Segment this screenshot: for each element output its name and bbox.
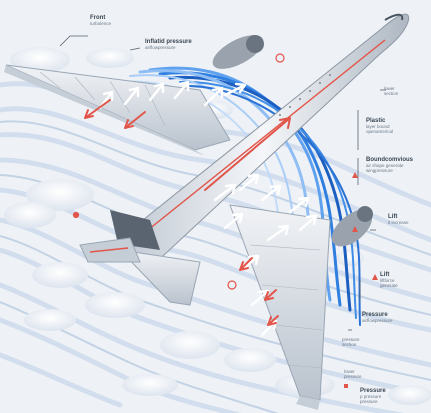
label-right-6: Pressure airflowpressure xyxy=(362,312,393,324)
label-subtitle: p pressure xyxy=(360,393,382,399)
label-subtitle: it increase xyxy=(388,219,409,225)
label-title: Inflatid pressure xyxy=(145,39,192,45)
label-title: Lift xyxy=(380,272,390,278)
label-subtitle: air shape generate xyxy=(366,162,404,168)
tail xyxy=(79,210,201,306)
label-title: Pressure xyxy=(360,388,386,394)
label-right-8: lower pressure xyxy=(344,369,362,380)
label-subtitle: turbulence xyxy=(90,20,112,26)
label-top-center: Inflatid pressure airflowpressure xyxy=(145,39,192,51)
label-title: Pressure xyxy=(362,312,388,318)
label-subtitle: airflowpressure xyxy=(362,317,393,323)
label-right-2: Plastic layer bound openamerical xyxy=(366,118,393,134)
label-subtitle-2: pressure xyxy=(344,373,362,379)
label-subtitle-2: wingpressure xyxy=(366,167,393,173)
label-right-5: Lift liftforce generate xyxy=(380,272,398,288)
label-right-3: Boundcomvious air shape generate wingpre… xyxy=(366,157,413,173)
label-title: Front xyxy=(90,15,106,21)
label-right-7: pressure section xyxy=(342,337,360,348)
label-title: Lift xyxy=(388,214,398,220)
label-subtitle: layer bound xyxy=(366,123,390,129)
markers xyxy=(72,53,285,290)
airflow-blue-fan xyxy=(119,66,361,326)
label-title: Plastic xyxy=(366,118,386,124)
label-top-left: Front turbulence xyxy=(90,15,111,27)
right-wing xyxy=(229,204,331,410)
label-subtitle: pressure xyxy=(342,337,360,342)
label-right-1: lower section xyxy=(384,86,399,97)
label-subtitle-2: section xyxy=(342,341,357,347)
label-subtitle: lower xyxy=(384,86,395,91)
label-subtitle: airflowpressure xyxy=(145,44,176,50)
side-glyphs xyxy=(344,172,378,388)
label-bottom-right: Pressure p pressure pressure xyxy=(360,388,386,404)
label-subtitle-2: generate xyxy=(380,282,398,288)
red-force-arrows xyxy=(84,99,291,326)
label-right-4: Lift it increase xyxy=(388,214,409,226)
airflow-arrows xyxy=(98,80,318,337)
leader-lines xyxy=(59,35,386,331)
label-subtitle-2: openamerical xyxy=(366,128,394,134)
label-subtitle: liftforce xyxy=(380,277,395,283)
label-subtitle: lower xyxy=(344,369,355,374)
label-subtitle-2: section xyxy=(384,90,399,96)
label-subtitle-2: pressure xyxy=(360,398,378,404)
label-title: Boundcomvious xyxy=(366,157,414,163)
engines xyxy=(212,35,373,247)
